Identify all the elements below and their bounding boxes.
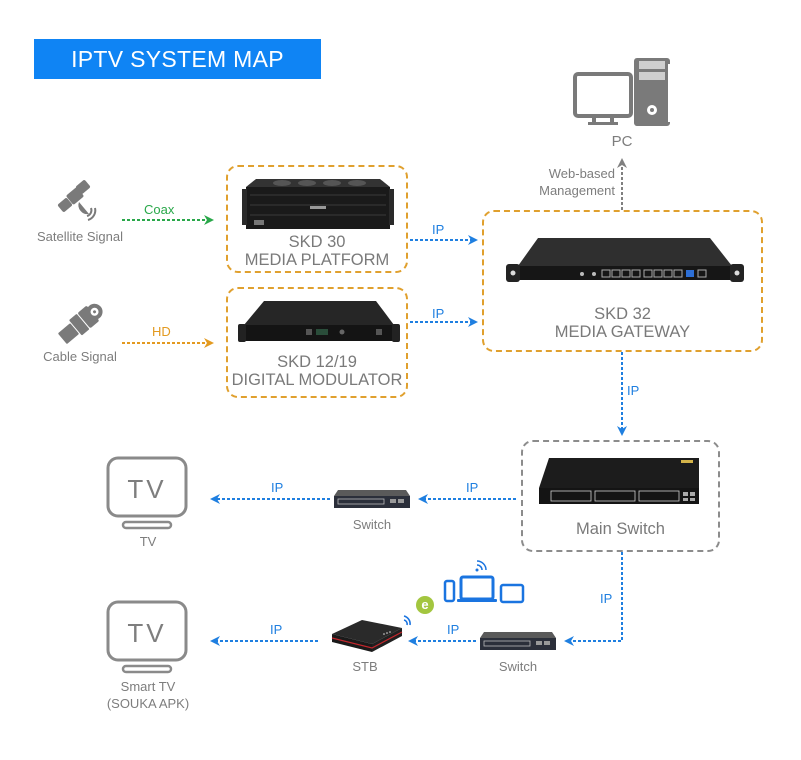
digital-modulator-device-image [238, 301, 400, 342]
switch-bottom-label: Switch [498, 659, 538, 674]
skd30-media-platform-box[interactable]: SKD 30 MEDIA PLATFORM [226, 165, 408, 273]
switch-top-label: Switch [352, 517, 392, 532]
ip-label: IP [432, 306, 445, 321]
stb-device[interactable] [326, 614, 416, 658]
satellite-signal-label: Satellite Signal [37, 229, 123, 244]
media-platform-device-image [242, 179, 394, 229]
stb-icon [331, 615, 411, 652]
skd1219-label: SKD 12/19 DIGITAL MODULATOR [228, 353, 406, 389]
ip-label: IP [271, 480, 284, 495]
main-switch-device-image [539, 458, 699, 504]
main-switch-box[interactable]: Main Switch [521, 440, 720, 552]
tv-icon-text: TV [127, 474, 167, 504]
ip-label: IP [432, 222, 445, 237]
pc-icon[interactable] [572, 58, 672, 130]
ip-label: IP [600, 591, 613, 606]
skd30-label: SKD 30 MEDIA PLATFORM [228, 233, 406, 269]
skd30-type: MEDIA PLATFORM [244, 251, 390, 269]
skd32-label: SKD 32 MEDIA GATEWAY [484, 305, 761, 341]
skd1219-model: SKD 12/19 [277, 353, 357, 371]
switch-device-top[interactable] [332, 488, 412, 510]
satellite-icon [55, 180, 105, 225]
main-switch-label: Main Switch [576, 520, 665, 538]
switch-icon [334, 490, 410, 508]
smart-tv-label-line1: Smart TV [120, 679, 176, 694]
ip-label: IP [270, 622, 283, 637]
page-title: IPTV SYSTEM MAP [34, 39, 321, 79]
cable-signal-label: Cable Signal [43, 349, 117, 364]
ip-label: IP [627, 383, 640, 398]
smart-tv-label-line2: (SOUKA APK) [106, 696, 190, 711]
smart-tv-label: Smart TV (SOUKA APK) [90, 678, 206, 712]
ip-connector-mainswitch-switch-bottom [564, 552, 623, 646]
stb-label: STB [352, 659, 378, 674]
tv-icon[interactable]: TV [106, 456, 190, 532]
ip-label: IP [466, 480, 479, 495]
pc-label: PC [611, 133, 633, 150]
media-gateway-device-image [506, 238, 744, 282]
skd32-media-gateway-box[interactable]: SKD 32 MEDIA GATEWAY [482, 210, 763, 352]
hd-label: HD [152, 324, 171, 339]
web-management-line2: Management [539, 183, 615, 198]
browser-e-icon: e [416, 596, 434, 614]
cable-connector-icon [55, 302, 105, 347]
coax-label: Coax [144, 202, 175, 217]
skd30-model: SKD 30 [288, 233, 346, 251]
switch-icon [480, 632, 556, 650]
mobile-devices-icon [443, 559, 527, 605]
skd32-model: SKD 32 [594, 305, 651, 323]
smart-tv-icon-text: TV [127, 618, 167, 648]
skd1219-type: DIGITAL MODULATOR [231, 371, 403, 389]
ip-label: IP [447, 622, 460, 637]
switch-device-bottom[interactable] [478, 630, 558, 652]
tv-label: TV [139, 534, 157, 549]
skd1219-digital-modulator-box[interactable]: SKD 12/19 DIGITAL MODULATOR [226, 287, 408, 398]
smart-tv-icon[interactable]: TV [106, 600, 190, 676]
skd32-type: MEDIA GATEWAY [554, 323, 691, 341]
web-management-label: Web-based Management [525, 165, 615, 199]
web-management-line1: Web-based [548, 166, 615, 181]
